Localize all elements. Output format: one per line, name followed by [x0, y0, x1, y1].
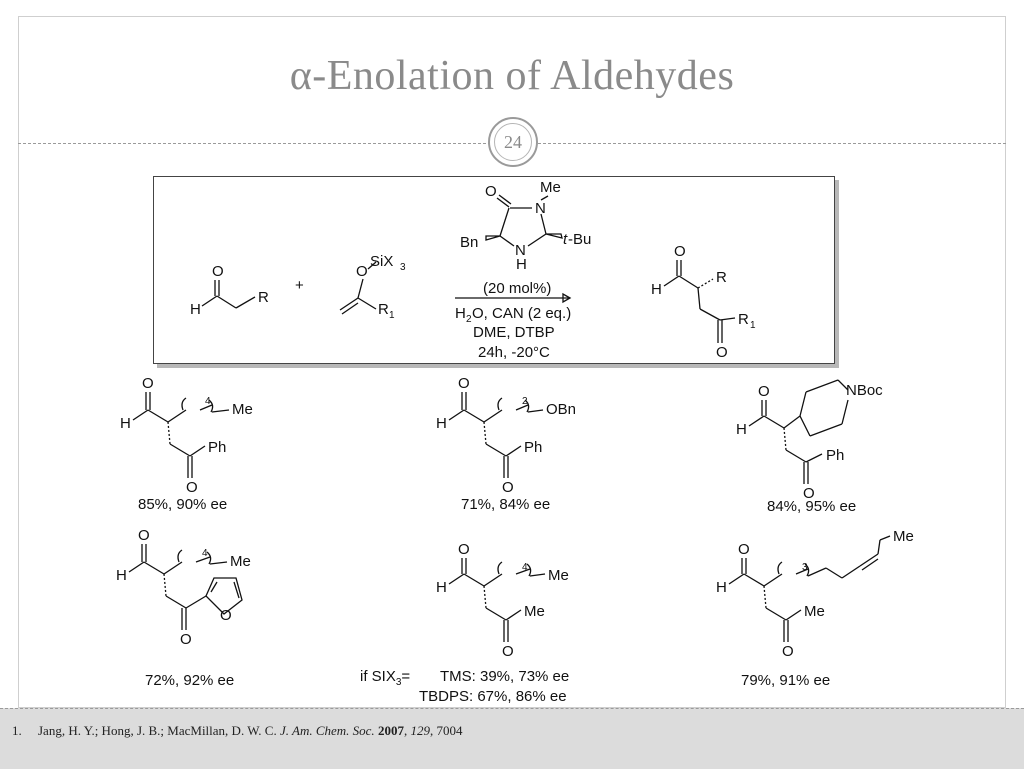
svg-text:O: O [180, 631, 192, 648]
example-4-yield: 72%, 92% ee [145, 672, 235, 689]
svg-text:H: H [116, 567, 127, 584]
svg-text:H: H [516, 256, 527, 273]
svg-text:-Bu: -Bu [568, 231, 591, 248]
example-2-structure: O H 2 OBn Ph O [436, 375, 576, 496]
svg-text:H: H [436, 415, 447, 432]
svg-text:O: O [674, 243, 686, 260]
reference-volume: 129 [410, 723, 430, 738]
svg-text:R: R [738, 311, 749, 328]
svg-text:O: O [138, 527, 150, 544]
svg-text:O: O [220, 607, 232, 624]
reference-journal: J. Am. Chem. Soc. [279, 723, 375, 738]
slide-frame [18, 16, 1006, 708]
reference-authors: Jang, H. Y.; Hong, J. B.; MacMillan, D. … [38, 723, 280, 738]
svg-text:1: 1 [750, 320, 756, 331]
example-3-yield: 84%, 95% ee [767, 498, 857, 515]
svg-text:R: R [258, 289, 269, 306]
svg-text:NBoc: NBoc [846, 382, 883, 399]
reference-page: , 7004 [429, 723, 463, 738]
svg-text:R: R [716, 269, 727, 286]
example-5-tms-yield: TMS: 39%, 73% ee [440, 668, 570, 685]
svg-text:1: 1 [389, 310, 395, 321]
svg-text:O: O [502, 479, 514, 496]
svg-text:N: N [535, 200, 546, 217]
svg-text:24h, -20°C: 24h, -20°C [478, 344, 550, 361]
svg-text:4: 4 [522, 562, 528, 573]
svg-text:4: 4 [202, 548, 208, 559]
svg-text:H: H [651, 281, 662, 298]
reaction-structures: O N Me Bn t -Bu N H O H R + O SiX 3 R 1 [116, 179, 914, 660]
example-1-yield: 85%, 90% ee [138, 496, 228, 513]
example-3-structure: O H NBoc Ph O [736, 379, 883, 502]
svg-text:2: 2 [522, 396, 528, 407]
svg-text:O: O [458, 541, 470, 558]
svg-text:Ph: Ph [208, 439, 226, 456]
svg-text:Me: Me [804, 603, 825, 620]
svg-text:DME, DTBP: DME, DTBP [473, 324, 555, 341]
svg-text:O: O [782, 643, 794, 660]
svg-text:O, CAN (2 eq.): O, CAN (2 eq.) [472, 305, 571, 322]
example-5-tbdps-yield: TBDPS: 67%, 86% ee [419, 688, 567, 705]
aldehyde-reagent: O H R [190, 263, 269, 318]
svg-text:O: O [356, 263, 368, 280]
reaction-conditions: (20 mol%) H 2 O, CAN (2 eq.) DME, DTBP 2… [455, 280, 571, 361]
svg-text:Me: Me [540, 179, 561, 196]
example-2-yield: 71%, 84% ee [461, 496, 551, 513]
svg-text:OBn: OBn [546, 401, 576, 418]
svg-text:2: 2 [466, 314, 472, 325]
svg-text:N: N [515, 242, 526, 259]
silyl-enol-ether: O SiX 3 R 1 [339, 253, 406, 321]
slide-title: α-Enolation of Aldehydes [289, 53, 735, 99]
reference-year: 2007 [377, 723, 404, 738]
plus-sign: + [295, 277, 304, 294]
reference-number: 1. [12, 723, 22, 738]
svg-text:H: H [190, 301, 201, 318]
example-5-silyl-note: if SIX3= [360, 668, 411, 688]
svg-text:O: O [502, 643, 514, 660]
svg-text:H: H [436, 579, 447, 596]
svg-text:Me: Me [893, 528, 914, 545]
svg-text:3: 3 [802, 562, 808, 573]
svg-text:t: t [563, 231, 568, 248]
page-number-badge: 24 [488, 117, 538, 167]
reaction-arrow [455, 292, 572, 304]
reference-footer: 1. Jang, H. Y.; Hong, J. B.; MacMillan, D… [0, 708, 1024, 769]
svg-text:Me: Me [524, 603, 545, 620]
svg-text:4: 4 [205, 396, 211, 407]
example-1-structure: O H 4 Me Ph O [120, 375, 253, 496]
svg-text:O: O [803, 485, 815, 502]
svg-text:SiX: SiX [370, 253, 393, 270]
svg-text:O: O [142, 375, 154, 392]
page-number: 24 [494, 123, 532, 161]
reaction-scheme-box [153, 176, 835, 364]
svg-text:Me: Me [232, 401, 253, 418]
svg-text:H: H [120, 415, 131, 432]
reference-citation: 1. Jang, H. Y.; Hong, J. B.; MacMillan, D… [12, 723, 463, 738]
svg-text:O: O [758, 383, 770, 400]
svg-text:Bn: Bn [460, 234, 478, 251]
example-6-structure: O H 3 Me Me O [716, 528, 914, 660]
scheme-product: O H R R 1 O [651, 243, 756, 361]
svg-text:O: O [186, 479, 198, 496]
svg-text:O: O [458, 375, 470, 392]
svg-text:R: R [378, 301, 389, 318]
example-6-yield: 79%, 91% ee [741, 672, 831, 689]
svg-text:Me: Me [548, 567, 569, 584]
svg-text:3: 3 [400, 262, 406, 273]
example-4-structure: O H 4 Me O O [116, 527, 251, 648]
example-5-structure: O H 4 Me Me O [436, 541, 569, 660]
svg-text:(20 mol%): (20 mol%) [483, 280, 551, 297]
svg-text:H: H [736, 421, 747, 438]
svg-text:Me: Me [230, 553, 251, 570]
svg-text:O: O [485, 183, 497, 200]
catalyst-structure: O N Me Bn t -Bu N H [460, 179, 591, 273]
svg-text:H: H [716, 579, 727, 596]
svg-text:O: O [738, 541, 750, 558]
svg-text:Ph: Ph [524, 439, 542, 456]
svg-text:O: O [212, 263, 224, 280]
svg-text:Ph: Ph [826, 447, 844, 464]
svg-text:H: H [455, 305, 466, 322]
svg-text:O: O [716, 344, 728, 361]
